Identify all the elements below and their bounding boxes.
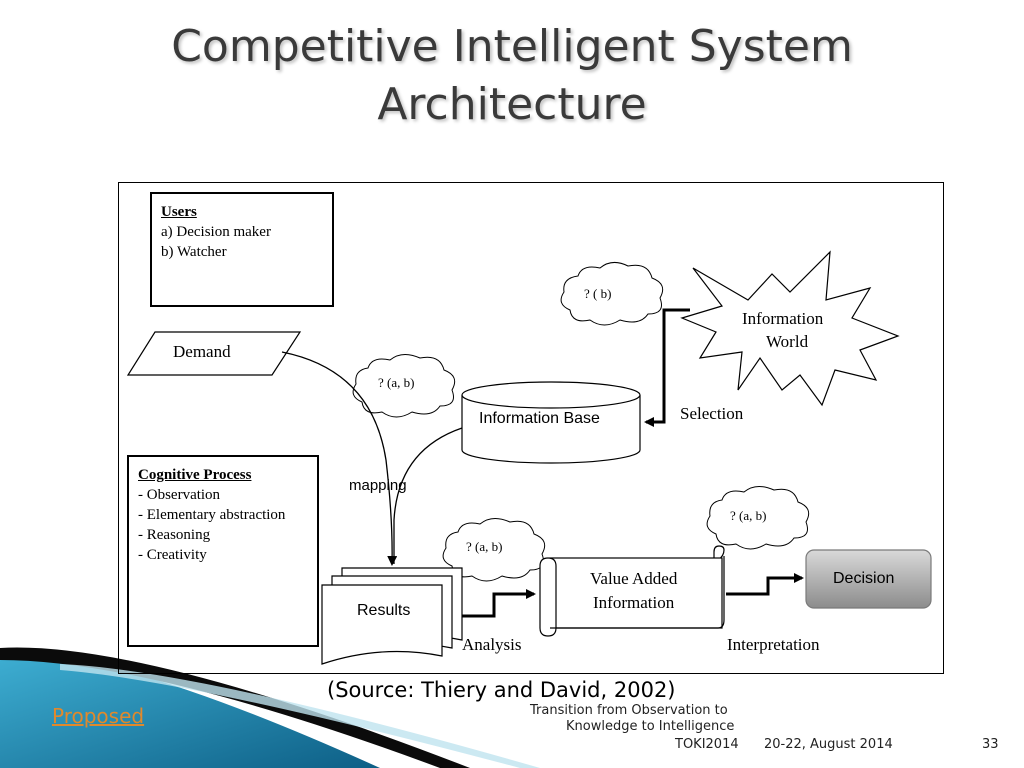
cloud-ab-1-shape — [352, 354, 456, 418]
title-line-1: Competitive Intelligent System — [171, 21, 853, 72]
source-caption: (Source: Thiery and David, 2002) — [327, 678, 676, 702]
page-number: 33 — [982, 737, 999, 752]
cognitive-item: - Reasoning — [138, 527, 211, 543]
users-item: b) Watcher — [161, 244, 227, 260]
value-added-label-2: Information — [593, 593, 675, 612]
cognitive-process-box: Cognitive Process - Observation - Elemen… — [127, 455, 319, 647]
demand-to-results-connector — [281, 351, 398, 566]
decision-label: Decision — [833, 570, 895, 587]
users-heading: Users — [161, 204, 197, 220]
page-title: Competitive Intelligent System Architect… — [0, 18, 1024, 134]
value-to-decision-connector — [726, 573, 804, 596]
information-world-label-1: Information — [742, 309, 824, 328]
cloud-ab-3-label: ? (a, b) — [730, 508, 767, 523]
analysis-label: Analysis — [462, 635, 522, 654]
information-world-label-2: World — [766, 332, 809, 351]
results-label: Results — [357, 602, 411, 619]
information-base-label: Information Base — [479, 410, 600, 427]
title-line-2: Architecture — [377, 79, 647, 130]
demand-label: Demand — [173, 342, 231, 361]
results-to-value-connector — [462, 589, 536, 618]
decision-shape — [805, 549, 932, 609]
demand-shape — [126, 331, 302, 376]
cloud-b-shape — [560, 262, 664, 326]
value-added-label-1: Value Added — [590, 569, 678, 588]
cloud-ab-2-label: ? (a, b) — [466, 539, 503, 554]
interpretation-label: Interpretation — [727, 635, 820, 654]
cloud-ab-2-shape — [442, 518, 546, 582]
mapping-label: mapping — [349, 477, 407, 494]
footer-date: 20-22, August 2014 — [764, 737, 893, 752]
cognitive-item: - Observation — [138, 487, 221, 503]
results-shape — [321, 567, 463, 665]
diagram-frame — [118, 182, 944, 674]
users-item: a) Decision maker — [161, 224, 271, 240]
footer-title-line-1: Transition from Observation to — [530, 703, 728, 718]
value-added-shape — [539, 545, 725, 637]
cloud-b-label: ? ( b) — [584, 286, 612, 301]
cognitive-heading: Cognitive Process — [138, 467, 252, 483]
infobase-to-results-connector — [393, 427, 463, 564]
information-world-shape — [680, 250, 900, 407]
cloud-ab-1-label: ? (a, b) — [378, 375, 415, 390]
proposed-link[interactable]: Proposed — [52, 704, 145, 728]
footer-title-line-2: Knowledge to Intelligence — [566, 719, 735, 734]
selection-label: Selection — [680, 404, 744, 423]
cognitive-item: - Creativity — [138, 547, 207, 563]
users-box: Users a) Decision maker b) Watcher — [150, 192, 334, 307]
cognitive-item: - Elementary abstraction — [138, 507, 286, 523]
cloud-ab-3-shape — [706, 486, 810, 550]
footer-event: TOKI2014 — [675, 737, 739, 752]
information-base-shape — [461, 381, 641, 464]
world-to-infobase-connector — [644, 308, 690, 427]
